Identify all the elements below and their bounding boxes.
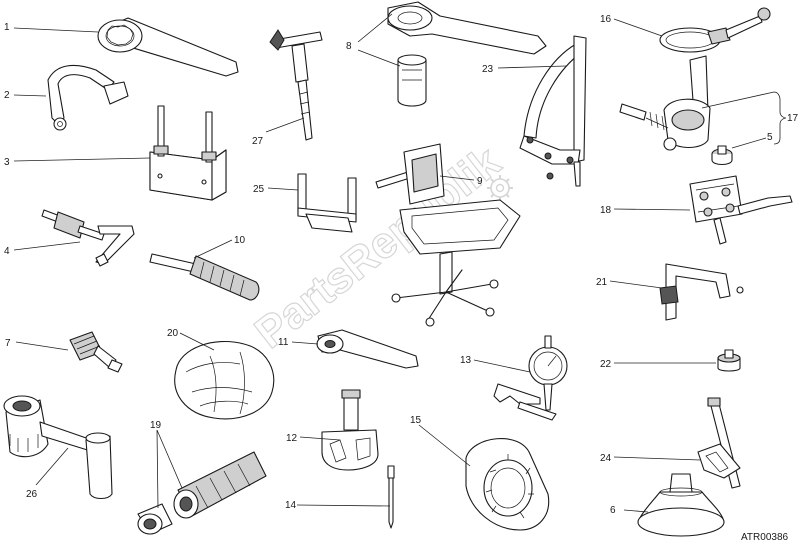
part-16-strap-wrench (659, 7, 771, 53)
callout-11: 11 (278, 337, 289, 348)
callout-21: 21 (596, 277, 608, 288)
part-17-valve-spring-tool (619, 55, 711, 151)
part-6-bell-base (637, 473, 725, 537)
part-9-engine-stand (375, 143, 521, 327)
part-7-threaded-pin (69, 331, 123, 373)
part-12-guide-fixture (321, 389, 379, 471)
callout-16: 16 (600, 14, 612, 25)
part-21-angle-bracket (659, 263, 744, 321)
part-23-arc-frame (519, 35, 587, 187)
drawing-code: ATR00386 (741, 532, 789, 543)
callout-13: 13 (460, 355, 472, 366)
part-8-pin-spanner-and-socket (387, 1, 547, 107)
callout-6: 6 (610, 505, 616, 516)
callout-1: 1 (4, 22, 10, 33)
callout-9: 9 (477, 176, 483, 187)
part-18-handle-bracket (689, 175, 793, 245)
callout-15: 15 (410, 415, 422, 426)
part-3-stud-bracket (149, 105, 227, 201)
callout-19: 19 (150, 420, 162, 431)
part-13-dial-indicator (493, 335, 568, 421)
part-11-flat-spanner (316, 329, 419, 369)
callout-8: 8 (346, 41, 352, 52)
callout-17: 17 (787, 113, 799, 124)
callout-24: 24 (600, 453, 612, 464)
callout-22: 22 (600, 359, 612, 370)
callout-25: 25 (253, 184, 265, 195)
callout-18: 18 (600, 205, 612, 216)
callout-7: 7 (5, 338, 11, 349)
part-14-pin (387, 465, 395, 529)
callout-2: 2 (4, 90, 10, 101)
part-19-sleeve-set (137, 451, 267, 535)
callout-12: 12 (286, 433, 298, 444)
callout-3: 3 (4, 157, 10, 168)
part-22-small-nut (717, 349, 741, 372)
part-10-knurled-driver (149, 253, 260, 301)
callout-labels: 1 2 3 4 5 6 7 8 9 10 11 12 13 14 15 16 1… (4, 14, 799, 516)
part-20-cover-bag (174, 340, 275, 420)
watermark-gear-icon (487, 175, 513, 201)
part-5-small-cap (711, 145, 733, 166)
part-1-ring-spanner (97, 17, 239, 77)
callout-26: 26 (26, 489, 38, 500)
callout-5: 5 (767, 132, 773, 143)
part-24-pivot-tool (697, 397, 741, 489)
callout-27: 27 (252, 136, 264, 147)
callout-20: 20 (167, 328, 179, 339)
part-2-hook-wrench (47, 64, 129, 131)
part-15-clutch-holder (465, 438, 550, 531)
part-25-fork-bracket (297, 173, 357, 233)
part-26-crank-socket (3, 395, 113, 500)
callout-4: 4 (4, 246, 10, 257)
callout-23: 23 (482, 64, 494, 75)
part-27-valve-stem-tool (269, 29, 323, 141)
part-4-t-handle-puller (41, 209, 135, 267)
leader-lines (13, 13, 787, 513)
callout-10: 10 (234, 235, 246, 246)
callout-14: 14 (285, 500, 297, 511)
